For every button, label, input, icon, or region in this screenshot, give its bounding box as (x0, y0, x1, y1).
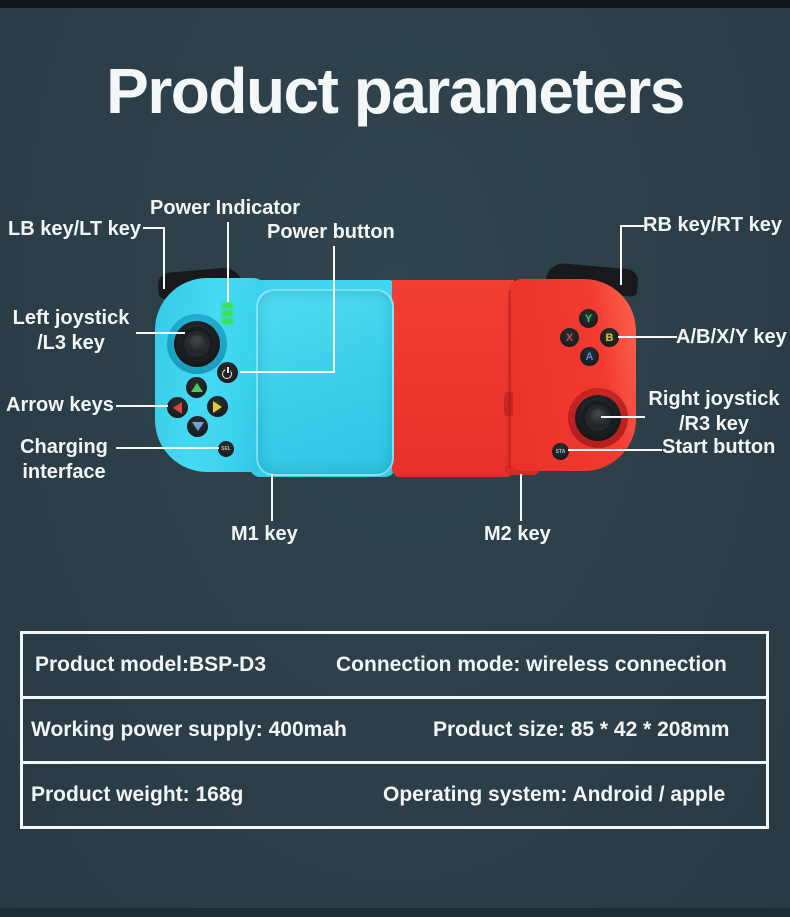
charging-leader-line (116, 447, 219, 449)
dpad-down-button (187, 416, 208, 437)
spec-product-weight: Product weight: 168g (31, 783, 244, 806)
start-button: STA (552, 443, 569, 460)
a-button: A (580, 347, 599, 366)
spec-product-size: Product size: 85 * 42 * 208mm (433, 718, 730, 741)
top-dark-bar (0, 0, 790, 8)
page-title: Product parameters (106, 55, 685, 127)
callout-left-joystick: Left joystick /L3 key (8, 306, 134, 356)
right-joystick-leader-line (601, 416, 645, 418)
m1-key-leader-line (271, 474, 273, 521)
callout-right-joystick: Right joystick /R3 key (643, 387, 785, 437)
rb-key-leader-line (620, 225, 644, 285)
left-joystick (180, 327, 214, 361)
spec-table: Product model:BSP-D3 Connection mode: wi… (20, 631, 769, 829)
callout-charging-line2: interface (22, 461, 106, 483)
power-button-leader-line (240, 246, 335, 373)
arrow-down-icon (191, 422, 204, 431)
callout-right-joystick-line1: Right joystick (648, 388, 780, 410)
power-icon (222, 366, 233, 379)
y-button: Y (579, 309, 598, 328)
callout-right-joystick-line2: /R3 key (678, 413, 750, 435)
dpad-up-button (186, 377, 207, 398)
callout-power-indicator: Power Indicator (150, 197, 301, 219)
dpad-left-button (167, 397, 188, 418)
arrow-up-icon (190, 383, 203, 392)
power-led-icon (222, 311, 233, 316)
abxy-leader-line (618, 336, 677, 338)
left-grip-cyan (155, 278, 267, 472)
spec-row-model: Product model:BSP-D3 Connection mode: wi… (23, 634, 766, 696)
arrow-keys-leader-line (116, 405, 168, 407)
spec-product-model: Product model:BSP-D3 (35, 653, 267, 676)
bottom-dark-bar (0, 908, 790, 917)
callout-lb-key: LB key/LT key (8, 218, 142, 240)
right-back-plate (392, 280, 514, 477)
x-button: X (560, 328, 579, 347)
left-phone-rest-panel (256, 289, 394, 476)
callout-power-button: Power button (267, 221, 395, 243)
spec-operating-system: Operating system: Android / apple (383, 783, 726, 806)
arrow-left-icon (173, 401, 182, 414)
power-led-icon (222, 319, 233, 324)
m2-key-leader-line (520, 474, 522, 521)
spec-row-weight-os: Product weight: 168g Operating system: A… (23, 761, 766, 826)
callout-start-button: Start button (662, 436, 776, 458)
a-button-label: A (585, 350, 594, 363)
arrow-right-icon (213, 400, 222, 413)
select-button: SEL (218, 441, 234, 457)
start-button-label: STA (555, 448, 566, 455)
dpad-right-button (207, 396, 228, 417)
spec-power-supply: Working power supply: 400mah (31, 718, 347, 741)
right-panel-notch (504, 392, 513, 416)
left-joystick-leader-line (136, 332, 185, 334)
start-button-leader-line (568, 449, 662, 451)
callout-left-joystick-line2: /L3 key (37, 332, 105, 354)
power-button (217, 362, 238, 383)
right-panel-seam (508, 290, 511, 468)
right-grip-red (508, 279, 636, 471)
callout-left-joystick-line1: Left joystick (12, 307, 130, 329)
spec-connection-mode: Connection mode: wireless connection (336, 653, 727, 676)
power-indicator-leader-line (227, 222, 229, 302)
callout-m1-key: M1 key (231, 523, 298, 545)
callout-charging-line1: Charging (20, 436, 108, 458)
callout-charging-interface: Charging interface (12, 435, 116, 485)
right-joystick (581, 401, 615, 435)
select-button-label: SEL (221, 446, 231, 452)
callout-abxy-key: A/B/X/Y key (676, 326, 787, 348)
x-button-label: X (565, 331, 574, 344)
lb-key-leader-line (143, 227, 165, 289)
b-button: B (600, 328, 619, 347)
spec-row-power-size: Working power supply: 400mah Product siz… (23, 696, 766, 761)
b-button-label: B (605, 331, 614, 344)
callout-m2-key: M2 key (484, 523, 551, 545)
callout-arrow-keys: Arrow keys (6, 394, 114, 416)
power-led-icon (222, 303, 233, 308)
callout-rb-key: RB key/RT key (643, 214, 782, 236)
y-button-label: Y (584, 312, 593, 325)
